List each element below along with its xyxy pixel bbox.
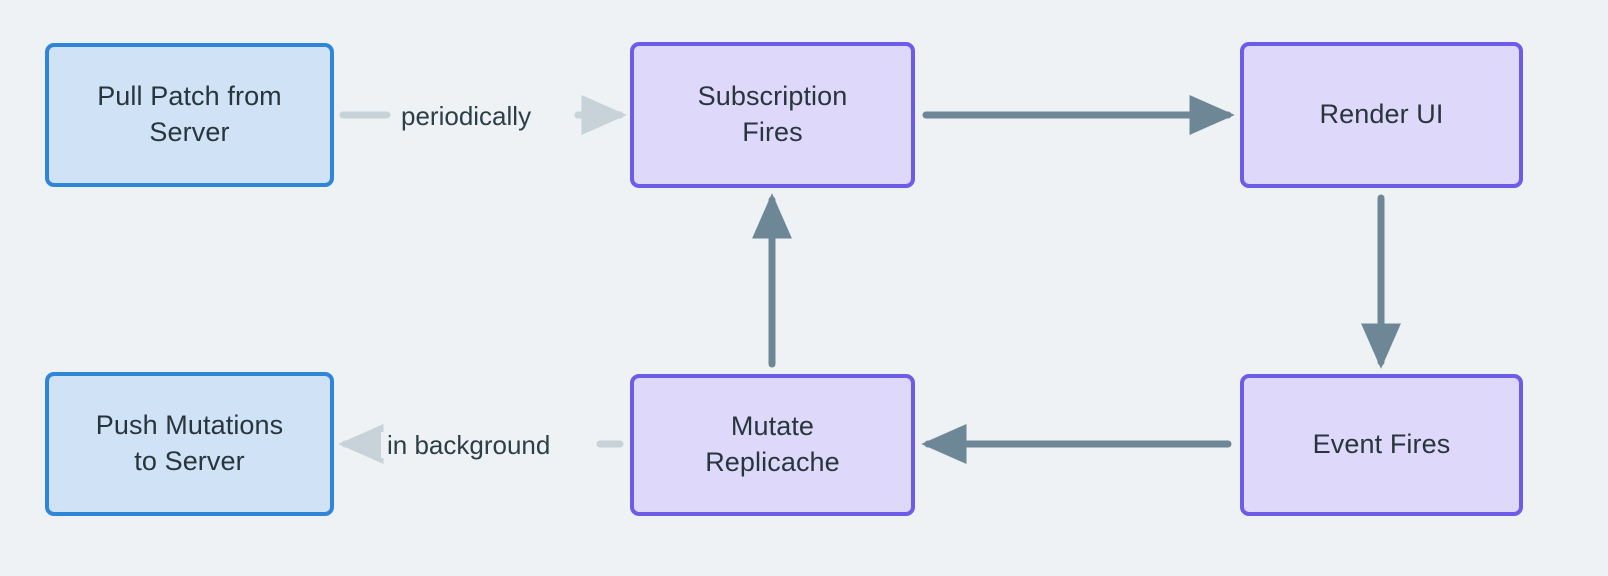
node-label: Push Mutations to Server <box>95 410 284 476</box>
node-pull-patch-from-server[interactable]: Pull Patch from Server <box>45 43 334 187</box>
edge-label-in-background: in background <box>381 432 557 458</box>
node-render-ui[interactable]: Render UI <box>1240 42 1523 188</box>
node-label: Render UI <box>1319 99 1444 130</box>
edge-label-periodically: periodically <box>395 103 538 129</box>
node-label: Mutate Replicache <box>705 411 840 477</box>
node-push-mutations-to-server[interactable]: Push Mutations to Server <box>45 372 334 516</box>
node-label: Pull Patch from Server <box>97 81 282 147</box>
node-label: Subscription Fires <box>697 81 848 147</box>
node-event-fires[interactable]: Event Fires <box>1240 374 1523 516</box>
node-subscription-fires[interactable]: Subscription Fires <box>630 42 915 188</box>
node-mutate-replicache[interactable]: Mutate Replicache <box>630 374 915 516</box>
node-label: Event Fires <box>1312 429 1451 460</box>
